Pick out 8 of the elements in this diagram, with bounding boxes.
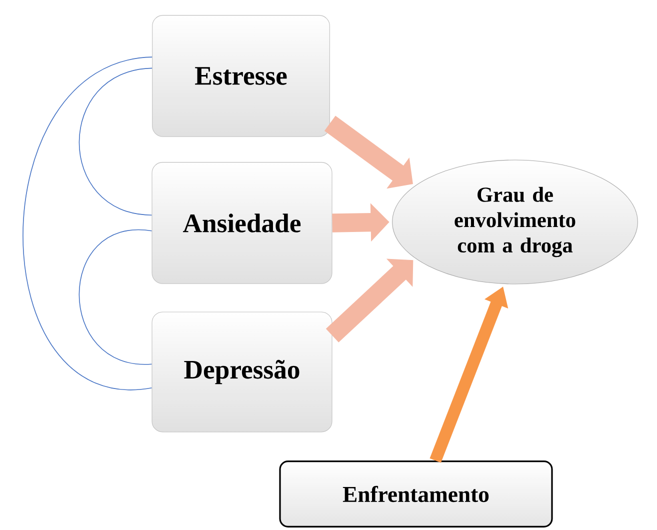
factor-box: Estresse	[152, 15, 330, 137]
connector-curve	[22, 56, 152, 389]
connector-curve	[78, 230, 152, 364]
block-arrow	[326, 258, 414, 342]
coping-box: Enfrentamento	[279, 460, 553, 528]
connector-curve	[78, 68, 152, 216]
factor-box: Ansiedade	[152, 162, 332, 284]
factor-box: Depressão	[152, 312, 332, 432]
